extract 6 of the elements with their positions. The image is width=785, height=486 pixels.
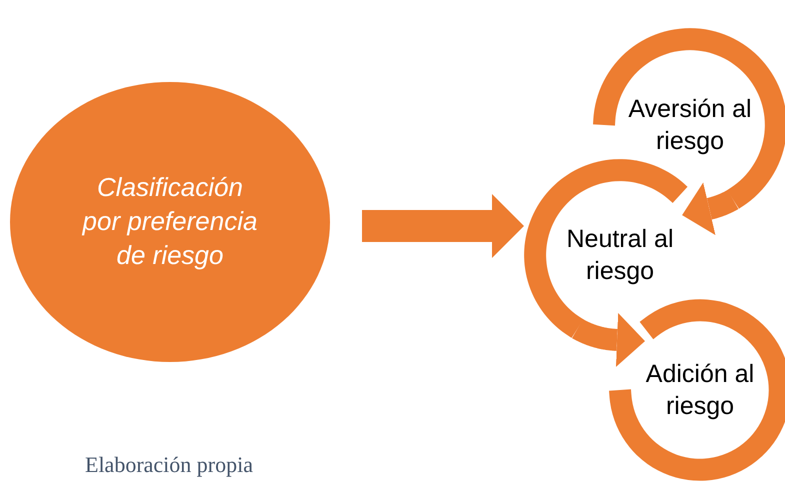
node-label: Aversión al riesgo xyxy=(628,94,752,157)
arrow xyxy=(362,194,524,258)
node-label: Neutral al riesgo xyxy=(566,224,674,287)
node-label: Adición al riesgo xyxy=(644,358,756,422)
node-label: Clasificación por preferencia de riesgo xyxy=(80,171,258,272)
source-note: Elaboración propia xyxy=(85,452,253,478)
